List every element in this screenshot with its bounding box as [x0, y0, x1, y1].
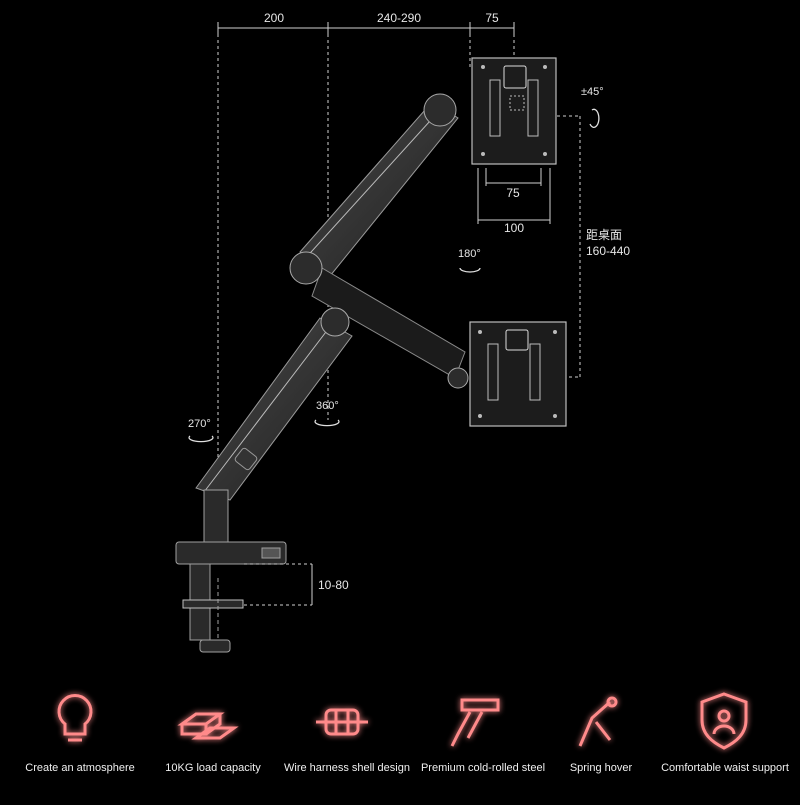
arm-joints	[289, 93, 469, 389]
feature-label: Wire harness shell design	[284, 762, 410, 774]
base-rotation-label: 270°	[188, 418, 211, 430]
shield-user-icon	[700, 692, 748, 750]
feature-label: Premium cold-rolled steel	[420, 762, 546, 774]
cable-clip-icon	[316, 708, 368, 736]
feature-label: Comfortable waist support	[661, 762, 789, 774]
feature-atmosphere: Create an atmosphere	[15, 672, 145, 782]
feature-wire-harness: Wire harness shell design	[282, 672, 412, 782]
upper-vesa-plate	[471, 57, 557, 165]
feature-load-capacity: 10KG load capacity	[148, 672, 278, 782]
offset-label-1: 200	[263, 11, 285, 25]
height-range-label: 160-440	[586, 244, 631, 258]
offset-label-2: 240-290	[376, 11, 422, 25]
height-label: 距桌面	[586, 228, 623, 242]
gold-bars-icon	[177, 712, 239, 740]
feature-label: Spring hover	[569, 762, 633, 774]
top-dimension-lines	[217, 22, 515, 540]
steel-arm-icon	[450, 698, 500, 747]
offset-label-3: 75	[485, 11, 499, 25]
clamp-range-label: 10-80	[318, 578, 349, 592]
lightbulb-icon	[57, 694, 93, 742]
joint-rotation-label: 360°	[316, 400, 339, 412]
feature-row: Create an atmosphere 10KG load capacity …	[0, 672, 800, 792]
lower-arm	[195, 317, 353, 501]
vesa-dimension-lines	[477, 168, 551, 224]
spring-arm-icon	[578, 696, 618, 747]
base-pole	[175, 489, 287, 653]
vesa-outer-label: 100	[503, 221, 525, 235]
feature-spring-hover: Spring hover	[536, 672, 666, 782]
feature-cold-rolled-steel: Premium cold-rolled steel	[418, 672, 548, 782]
feature-label: 10KG load capacity	[165, 762, 261, 774]
clamp-dimension	[244, 563, 313, 606]
rotation-arrow-icons	[188, 108, 600, 443]
feature-waist-support: Comfortable waist support	[660, 672, 790, 782]
lower-vesa-plate	[469, 321, 567, 427]
feature-label: Create an atmosphere	[25, 762, 135, 774]
vesa-inner-label: 75	[506, 186, 520, 200]
upper-arm	[299, 101, 459, 277]
swivel-head-label: 180°	[458, 248, 481, 260]
tilt-label: ±45°	[581, 86, 604, 98]
